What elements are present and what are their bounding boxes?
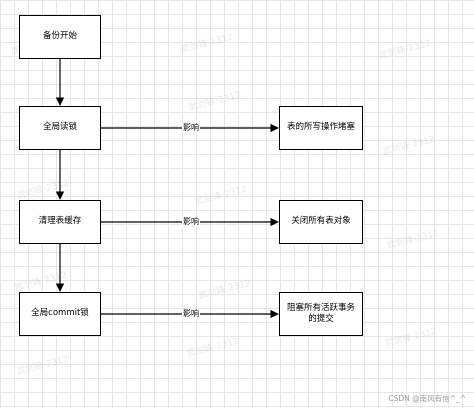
node-label: 全局读锁 <box>42 122 77 133</box>
edge-label-impact: 影响 <box>182 217 200 227</box>
node-label: 清理表缓存 <box>38 216 82 227</box>
node-label: 备份开始 <box>42 31 77 42</box>
source-credit: CSDN @南风有信^_^ <box>388 394 466 403</box>
node-block-commits: 阻塞所有活跃事务的提交 <box>279 292 363 336</box>
node-label: 全局commit锁 <box>31 308 89 319</box>
node-label: 阻塞所有活跃事务的提交 <box>286 302 355 324</box>
node-backup-start: 备份开始 <box>19 15 101 59</box>
node-label: 表的所写操作堵塞 <box>286 122 355 133</box>
node-clear-table-cache: 清理表缓存 <box>19 200 101 244</box>
node-global-read-lock: 全局读锁 <box>19 106 101 150</box>
node-close-tables: 关闭所有表对象 <box>279 200 363 244</box>
edge-label-impact: 影响 <box>182 123 200 133</box>
node-global-commit-lock: 全局commit锁 <box>19 292 101 336</box>
node-label: 关闭所有表对象 <box>291 216 351 227</box>
edge-label-impact: 影响 <box>182 309 200 319</box>
node-block-writes: 表的所写操作堵塞 <box>279 106 363 150</box>
